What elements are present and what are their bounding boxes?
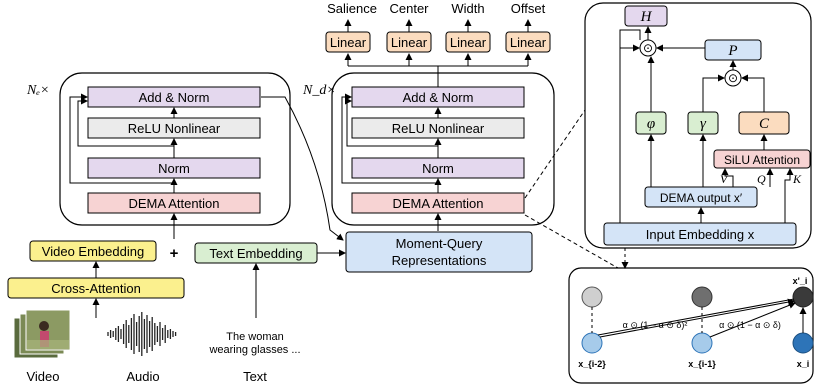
encoder-frame <box>59 72 291 226</box>
input-node <box>581 332 603 354</box>
K-label: K <box>792 172 802 186</box>
label-video: Video <box>26 369 59 384</box>
H-label: H <box>640 9 653 25</box>
hidden-state-node <box>581 286 603 308</box>
encoder-norm-label: Norm <box>158 161 190 176</box>
decoder-dema-label: DEMA Attention <box>392 196 483 211</box>
hidden-state-node <box>691 286 713 308</box>
input-embedding-label: Input Embedding x <box>646 227 755 242</box>
node-label-x-prime-i: x'_i <box>793 276 808 286</box>
P-label: P <box>727 43 737 59</box>
input-node <box>792 332 814 354</box>
output-offset: Offset <box>511 1 546 16</box>
node-label-x-i: x_i <box>797 359 810 369</box>
encoder-add-norm-label: Add & Norm <box>139 90 210 105</box>
text-embedding-label: Text Embedding <box>209 246 302 261</box>
decoder-norm-label: Norm <box>422 161 454 176</box>
output-center: Center <box>389 1 429 16</box>
dema-output-label: DEMA output x′ <box>660 191 743 205</box>
odot-symbol: ⊙ <box>643 41 653 55</box>
silu-attention-block <box>713 149 811 169</box>
encoder-repeat-label: Nₑ× <box>26 83 49 98</box>
coeff-label: α ⊙ (1 − α ⊙ δ) <box>719 320 781 330</box>
node-label-x-i-1: x_{i-1} <box>688 359 716 369</box>
cross-attention-label: Cross-Attention <box>51 281 141 296</box>
decoder-frame <box>331 72 555 226</box>
audio-waveform-icon <box>107 312 177 356</box>
video-embedding-label: Video Embedding <box>42 244 144 259</box>
label-audio: Audio <box>126 369 159 384</box>
hidden-state-node <box>792 286 814 308</box>
linear-head-label: Linear <box>510 35 547 50</box>
encoder-dema-label: DEMA Attention <box>128 196 219 211</box>
recurrence-frame <box>568 267 814 384</box>
decoder: N_d× Add & Norm ReLU Nonlinear Norm DEMA… <box>302 1 555 231</box>
recurrence-panel: α ⊙ (1 − α ⊙ δ)² α ⊙ (1 − α ⊙ δ) x_{i-2}… <box>568 248 814 384</box>
decoder-repeat-label: N_d× <box>302 83 336 98</box>
decoder-add-norm-label: Add & Norm <box>403 90 474 105</box>
encoder-relu-label: ReLU Nonlinear <box>128 121 221 136</box>
node-label-x-i-2: x_{i-2} <box>578 359 606 369</box>
text-sample-line1: The woman <box>226 331 283 343</box>
odot-symbol: ⊙ <box>728 71 738 85</box>
Q-label: Q <box>757 172 766 186</box>
gamma-label: γ <box>700 116 707 132</box>
encoder: Nₑ× Add & Norm ReLU Nonlinear Norm DEMA … <box>26 72 344 241</box>
output-salience: Salience <box>327 1 377 16</box>
linear-head-label: Linear <box>391 35 428 50</box>
callout-line <box>524 109 586 199</box>
linear-head-label: Linear <box>330 35 367 50</box>
video-thumbnail <box>13 309 71 359</box>
input-embedding-block <box>603 222 797 246</box>
text-sample-line2: wearing glasses ... <box>208 344 300 356</box>
linear-head-label: Linear <box>450 35 487 50</box>
phi-label: φ <box>647 116 655 132</box>
moment-query-label-line2: Representations <box>392 253 487 268</box>
moment-query-block <box>345 231 533 273</box>
plus-sign: + <box>170 245 179 262</box>
decoder-relu-label: ReLU Nonlinear <box>392 121 485 136</box>
input-node <box>691 332 713 354</box>
inputs: Moment-Query Representations Video Embed… <box>7 231 533 384</box>
label-text: Text <box>243 369 267 384</box>
coeff-squared-label: α ⊙ (1 − α ⊙ δ)² <box>623 320 688 330</box>
silu-attention-label: SiLU Attention <box>724 153 800 167</box>
dema-detail-panel: H ⊙ P ⊙ φ γ C SiLU Attention DEMA output… <box>524 2 812 273</box>
output-width: Width <box>451 1 484 16</box>
callout-line <box>524 214 626 273</box>
V-label: V <box>720 172 729 186</box>
moment-query-label-line1: Moment-Query <box>396 236 483 251</box>
C-label: C <box>759 116 770 132</box>
